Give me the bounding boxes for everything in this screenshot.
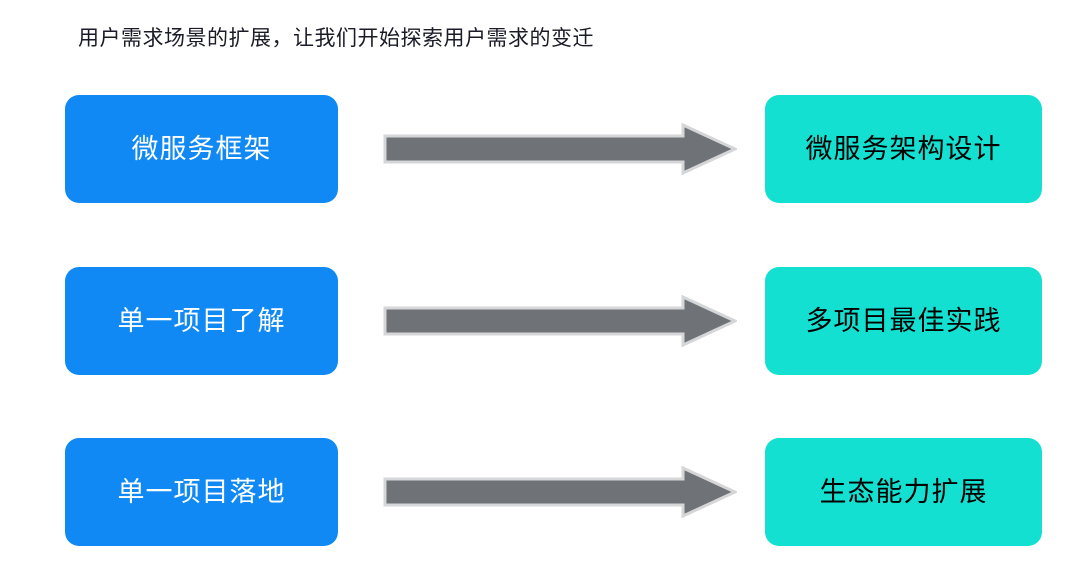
source-node-label: 微服务框架 bbox=[131, 133, 272, 164]
source-node-3[interactable]: 单一项目落地 bbox=[65, 438, 338, 546]
source-node-2[interactable]: 单一项目了解 bbox=[65, 267, 338, 375]
arrow-right-icon-1 bbox=[383, 123, 737, 175]
source-node-1[interactable]: 微服务框架 bbox=[65, 95, 338, 203]
source-node-label: 单一项目落地 bbox=[117, 476, 286, 507]
flow-row: 单一项目落地 生态能力扩展 bbox=[0, 438, 1080, 548]
arrow-right-icon-2 bbox=[383, 295, 737, 347]
flow-row: 单一项目了解 多项目最佳实践 bbox=[0, 267, 1080, 377]
page-title: 用户需求场景的扩展，让我们开始探索用户需求的变迁 bbox=[78, 27, 594, 50]
arrow-right-icon-3 bbox=[383, 466, 737, 518]
flow-row: 微服务框架 微服务架构设计 bbox=[0, 95, 1080, 205]
target-node-label: 生态能力扩展 bbox=[819, 476, 988, 507]
source-node-label: 单一项目了解 bbox=[117, 305, 286, 336]
target-node-3[interactable]: 生态能力扩展 bbox=[765, 438, 1042, 546]
target-node-label: 微服务架构设计 bbox=[805, 133, 1002, 164]
target-node-1[interactable]: 微服务架构设计 bbox=[765, 95, 1042, 203]
target-node-2[interactable]: 多项目最佳实践 bbox=[765, 267, 1042, 375]
target-node-label: 多项目最佳实践 bbox=[805, 305, 1002, 336]
